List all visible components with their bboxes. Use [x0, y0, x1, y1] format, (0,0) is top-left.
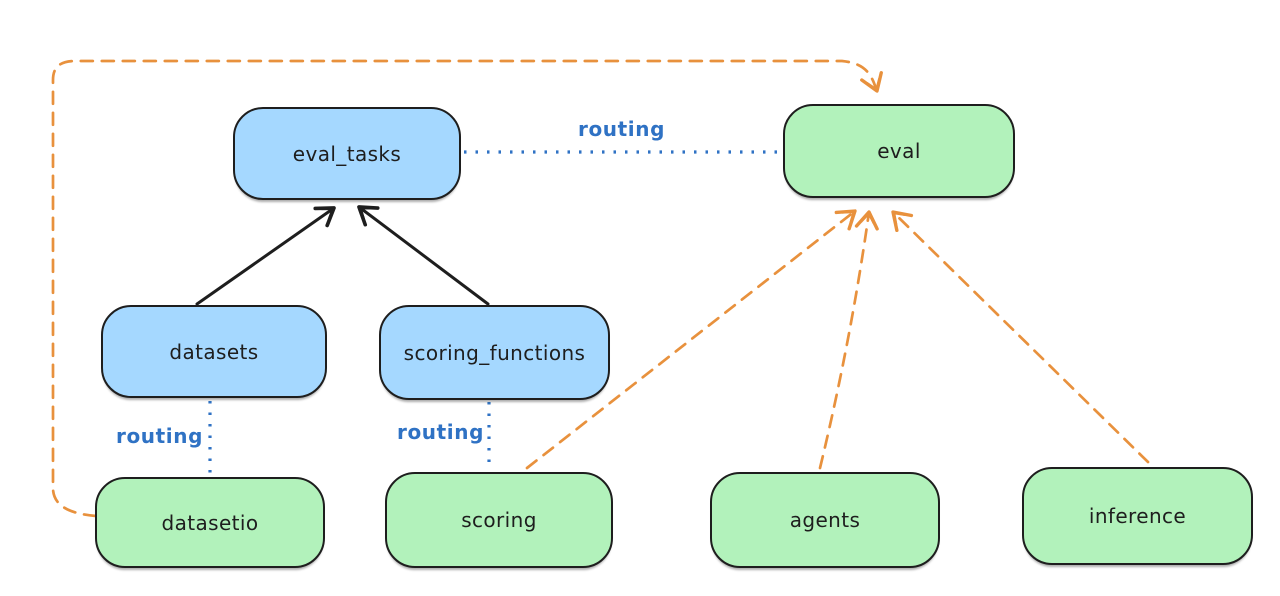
- edge-scoring-to-eval: [525, 209, 857, 470]
- node-scoring-functions-label: scoring_functions: [403, 340, 586, 365]
- edge-inference-to-eval: [891, 210, 1150, 464]
- node-eval-tasks-label: eval_tasks: [292, 141, 402, 166]
- node-agents: agents: [710, 472, 940, 568]
- node-inference-label: inference: [1088, 504, 1187, 528]
- node-inference: inference: [1022, 467, 1253, 565]
- node-datasetio: datasetio: [95, 477, 325, 568]
- edge-datasetio-to-eval: [51, 59, 883, 518]
- edge-agents-to-eval: [818, 210, 879, 470]
- node-datasets-label: datasets: [169, 339, 259, 364]
- node-scoring-label: scoring: [461, 508, 537, 532]
- node-scoring: scoring: [385, 472, 613, 568]
- node-scoring-functions: scoring_functions: [379, 305, 610, 400]
- routing-label-eval-tasks-to-eval: routing: [578, 117, 666, 141]
- node-agents-label: agents: [789, 508, 861, 532]
- node-eval: eval: [783, 104, 1015, 198]
- routing-label-datasets-to-datasetio: routing: [116, 424, 204, 448]
- node-datasets: datasets: [101, 305, 327, 398]
- node-eval-label: eval: [877, 139, 921, 163]
- node-eval-tasks: eval_tasks: [233, 107, 461, 200]
- edge-datasets-to-eval-tasks: [195, 206, 336, 306]
- edge-scoring-functions-to-eval-tasks: [357, 205, 490, 306]
- node-datasetio-label: datasetio: [161, 510, 259, 535]
- routing-label-scoring-functions-to-scoring: routing: [397, 420, 485, 444]
